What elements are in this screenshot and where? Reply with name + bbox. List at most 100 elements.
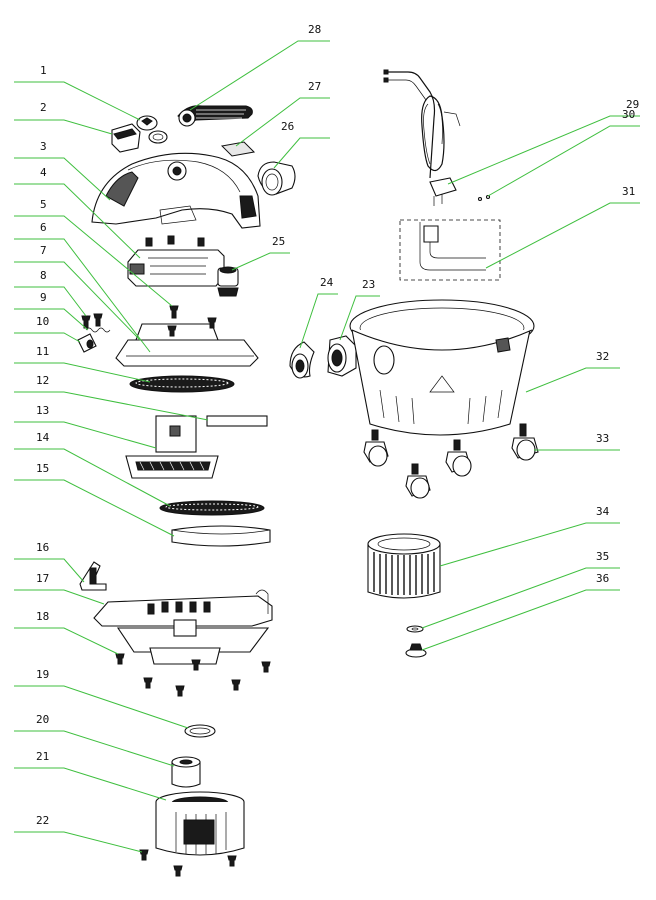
part-33-casters: [363, 423, 539, 499]
part-22-screws: [139, 849, 237, 877]
part-label-12: 12: [36, 374, 49, 387]
leader-line-9: [14, 308, 89, 331]
part-15-band: [171, 525, 271, 547]
part-9-spring: [85, 327, 111, 333]
part-13-motor: [125, 415, 219, 479]
part-label-29: 29: [626, 98, 639, 111]
part-28-cord-wrap: [177, 105, 253, 127]
part-10-plug: [77, 333, 97, 353]
part-12-foam: [206, 415, 268, 427]
leader-line-32: [525, 367, 620, 393]
part-26-inlet: [257, 161, 296, 196]
part-label-33: 33: [596, 432, 609, 445]
part-31-wiring: [399, 219, 501, 281]
leader-line-6: [14, 238, 151, 353]
part-label-27: 27: [308, 80, 321, 93]
part-label-17: 17: [36, 572, 49, 585]
leader-line-3: [14, 157, 111, 201]
leader-line-14: [14, 448, 171, 507]
part-label-32: 32: [596, 350, 609, 363]
leader-line-13: [14, 421, 157, 449]
part-label-11: 11: [36, 345, 49, 358]
leader-line-24: [299, 293, 338, 349]
leader-line-36: [421, 589, 620, 651]
leader-line-5: [14, 215, 173, 307]
part-23-inlet-coupler: [327, 335, 357, 377]
part-label-16: 16: [36, 541, 49, 554]
part-label-18: 18: [36, 610, 49, 623]
leader-line-30: [487, 125, 640, 197]
part-8-screws: [81, 313, 103, 329]
part-label-7: 7: [40, 244, 47, 257]
part-32-tank: [349, 299, 535, 436]
leader-line-23: [339, 295, 380, 341]
part-label-34: 34: [596, 505, 610, 518]
part-7-housing-plate: [115, 317, 259, 367]
leader-line-25: [231, 252, 290, 271]
leader-line-31: [485, 202, 640, 269]
part-label-35: 35: [596, 550, 609, 563]
leader-line-16: [14, 558, 85, 583]
part-label-10: 10: [36, 315, 49, 328]
leader-line-18: [14, 627, 119, 655]
leader-line-8: [14, 286, 87, 317]
part-label-31: 31: [622, 185, 635, 198]
part-1-knob: [136, 115, 168, 144]
part-label-28: 28: [308, 23, 321, 36]
leader-line-27: [235, 97, 330, 147]
part-label-1: 1: [40, 64, 47, 77]
part-34-filter: [367, 533, 441, 599]
leader-line-17: [14, 589, 105, 605]
part-label-30: 30: [622, 108, 635, 121]
leader-line-1: [14, 81, 141, 121]
part-label-2: 2: [40, 101, 47, 114]
part-11-gasket: [129, 375, 235, 393]
part-labels: 1234567891011121314151617181920212223242…: [36, 23, 639, 827]
part-17-base-housing: [93, 589, 273, 665]
leader-line-19: [14, 685, 189, 729]
part-24-hose-connector: [289, 341, 315, 379]
part-30-pins: [477, 194, 491, 202]
part-label-26: 26: [281, 120, 294, 133]
part-label-20: 20: [36, 713, 49, 726]
part-label-22: 22: [36, 814, 49, 827]
part-label-14: 14: [36, 431, 50, 444]
part-25-capacitor: [217, 266, 239, 297]
part-label-21: 21: [36, 750, 49, 763]
part-29-power-cord: [383, 69, 461, 206]
leader-line-22: [14, 831, 143, 853]
part-18-screws: [115, 653, 271, 697]
part-14-gasket: [159, 500, 265, 516]
part-label-4: 4: [40, 166, 47, 179]
leader-line-21: [14, 767, 167, 801]
part-label-24: 24: [320, 276, 334, 289]
part-label-9: 9: [40, 291, 47, 304]
part-35-washer: [406, 625, 424, 633]
leader-line-4: [14, 183, 141, 259]
part-label-6: 6: [40, 221, 47, 234]
part-label-15: 15: [36, 462, 49, 475]
leader-line-7: [14, 261, 141, 341]
part-label-23: 23: [362, 278, 375, 291]
part-21-bottom-housing: [155, 791, 245, 856]
part-label-5: 5: [40, 198, 47, 211]
leader-lines: [14, 40, 640, 853]
part-36-nut: [405, 643, 427, 658]
part-label-13: 13: [36, 404, 49, 417]
leader-line-34: [439, 522, 620, 567]
part-27-pad: [220, 141, 256, 157]
leader-line-26: [273, 137, 330, 169]
part-label-3: 3: [40, 140, 47, 153]
part-label-36: 36: [596, 572, 609, 585]
part-19-o-ring: [184, 724, 216, 738]
leader-line-2: [14, 119, 113, 135]
part-20-bushing: [171, 756, 201, 788]
leader-line-35: [421, 567, 620, 629]
part-5-screw: [169, 305, 179, 319]
leader-line-11: [14, 362, 151, 383]
part-label-19: 19: [36, 668, 49, 681]
leader-line-29: [447, 115, 640, 185]
part-16-latch: [79, 561, 107, 591]
